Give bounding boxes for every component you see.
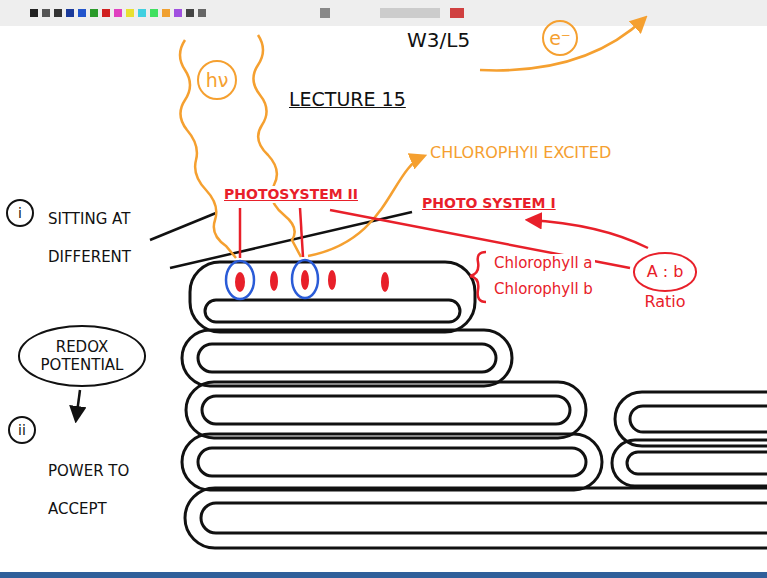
toolbar-swatches: [30, 8, 464, 18]
note: SITTING AT DIFFERENT: [46, 200, 133, 276]
photosystem-label: PHOTO SYSTEM I: [420, 195, 558, 212]
excitation-arrow: [308, 156, 424, 256]
note: POWER TO ACCEPT: [46, 452, 160, 528]
leader-arrow: [528, 220, 648, 248]
node-text: REDOX POTENTIAL: [41, 338, 124, 374]
bottom-bar: [0, 572, 767, 578]
thylakoid-lumen: [627, 452, 767, 474]
thylakoid-lumen: [198, 448, 586, 476]
photon-circle: hν: [197, 60, 238, 101]
chlorophyll-mark: [381, 272, 389, 292]
electron-arrow: [480, 18, 645, 70]
concept-ellipse: REDOX POTENTIAL: [18, 325, 146, 386]
chlorophyll-mark: [328, 270, 336, 290]
electron-circle: e⁻: [542, 20, 579, 57]
brace: [470, 252, 486, 302]
node-text: hν: [206, 69, 229, 92]
annotation: CHLOROPHYll EXCITED: [428, 143, 613, 162]
thylakoid-membrane: [186, 382, 586, 438]
highlight-circle: [226, 261, 254, 299]
thylakoid-membrane: [615, 392, 767, 446]
pigment-label: Chlorophyll a: [492, 254, 595, 272]
stroma-lamella: [185, 488, 767, 548]
thylakoid-stack: [182, 262, 767, 548]
pigment-label: Chlorophyll b: [492, 280, 595, 298]
chlorophyll-marks: [235, 270, 389, 292]
callout-number: ii: [8, 416, 37, 445]
toolbar: [0, 0, 767, 26]
light-wave: [180, 40, 236, 258]
node-text: A : b: [647, 262, 684, 281]
chlorophyll-mark: [301, 270, 309, 290]
thylakoid-membrane: [182, 330, 512, 386]
node-text: e⁻: [549, 27, 571, 50]
callout-number: i: [6, 199, 35, 228]
highlight-circle: [292, 260, 318, 298]
leader-line: [239, 208, 242, 258]
thylakoid-membrane: [182, 434, 602, 490]
node-text: i: [18, 205, 22, 222]
lecture-title: LECTURE 15: [287, 88, 408, 111]
membrane-line: [150, 213, 216, 240]
thylakoid-lumen: [630, 406, 767, 432]
week-lecture-tag: W3/L5: [405, 28, 472, 52]
stroma-lamella-lumen: [201, 503, 767, 533]
ratio-ellipse: A : bRatio: [633, 252, 697, 291]
leader-line: [300, 208, 303, 257]
thylakoid-membrane: [612, 440, 767, 486]
thylakoid-lumen: [198, 344, 496, 372]
node-text: ii: [18, 422, 26, 439]
chlorophyll-mark: [235, 272, 245, 292]
thylakoid-lumen: [205, 300, 460, 322]
thylakoid-membrane: [190, 262, 475, 332]
photosystem-label: PHOTOSYSTEM II: [222, 186, 360, 203]
chlorophyll-mark: [270, 271, 278, 291]
thylakoid-lumen: [202, 396, 570, 424]
arrow: [76, 390, 80, 420]
light-wave: [253, 35, 301, 257]
node-caption: Ratio: [644, 292, 685, 311]
